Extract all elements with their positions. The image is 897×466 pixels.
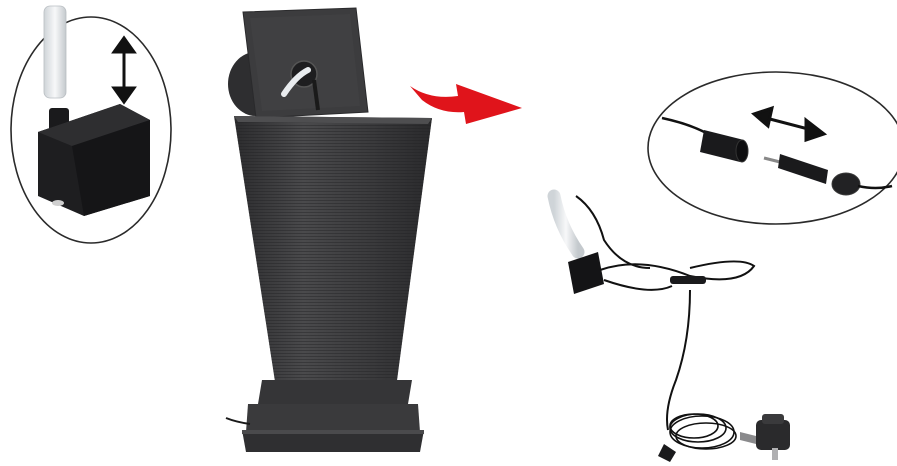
connector-detail-inset — [648, 72, 897, 224]
fountain-top-plate — [243, 8, 368, 118]
pump-with-cable-and-transformer — [554, 196, 790, 462]
power-transformer — [740, 414, 790, 460]
fountain-vase — [234, 116, 432, 394]
pedestal-fountain — [226, 8, 432, 452]
pump-body — [38, 104, 150, 216]
fountain-cord — [226, 418, 250, 424]
pump-tube — [44, 6, 66, 98]
fountain-base — [242, 380, 424, 452]
pump-detail-inset — [11, 6, 171, 243]
